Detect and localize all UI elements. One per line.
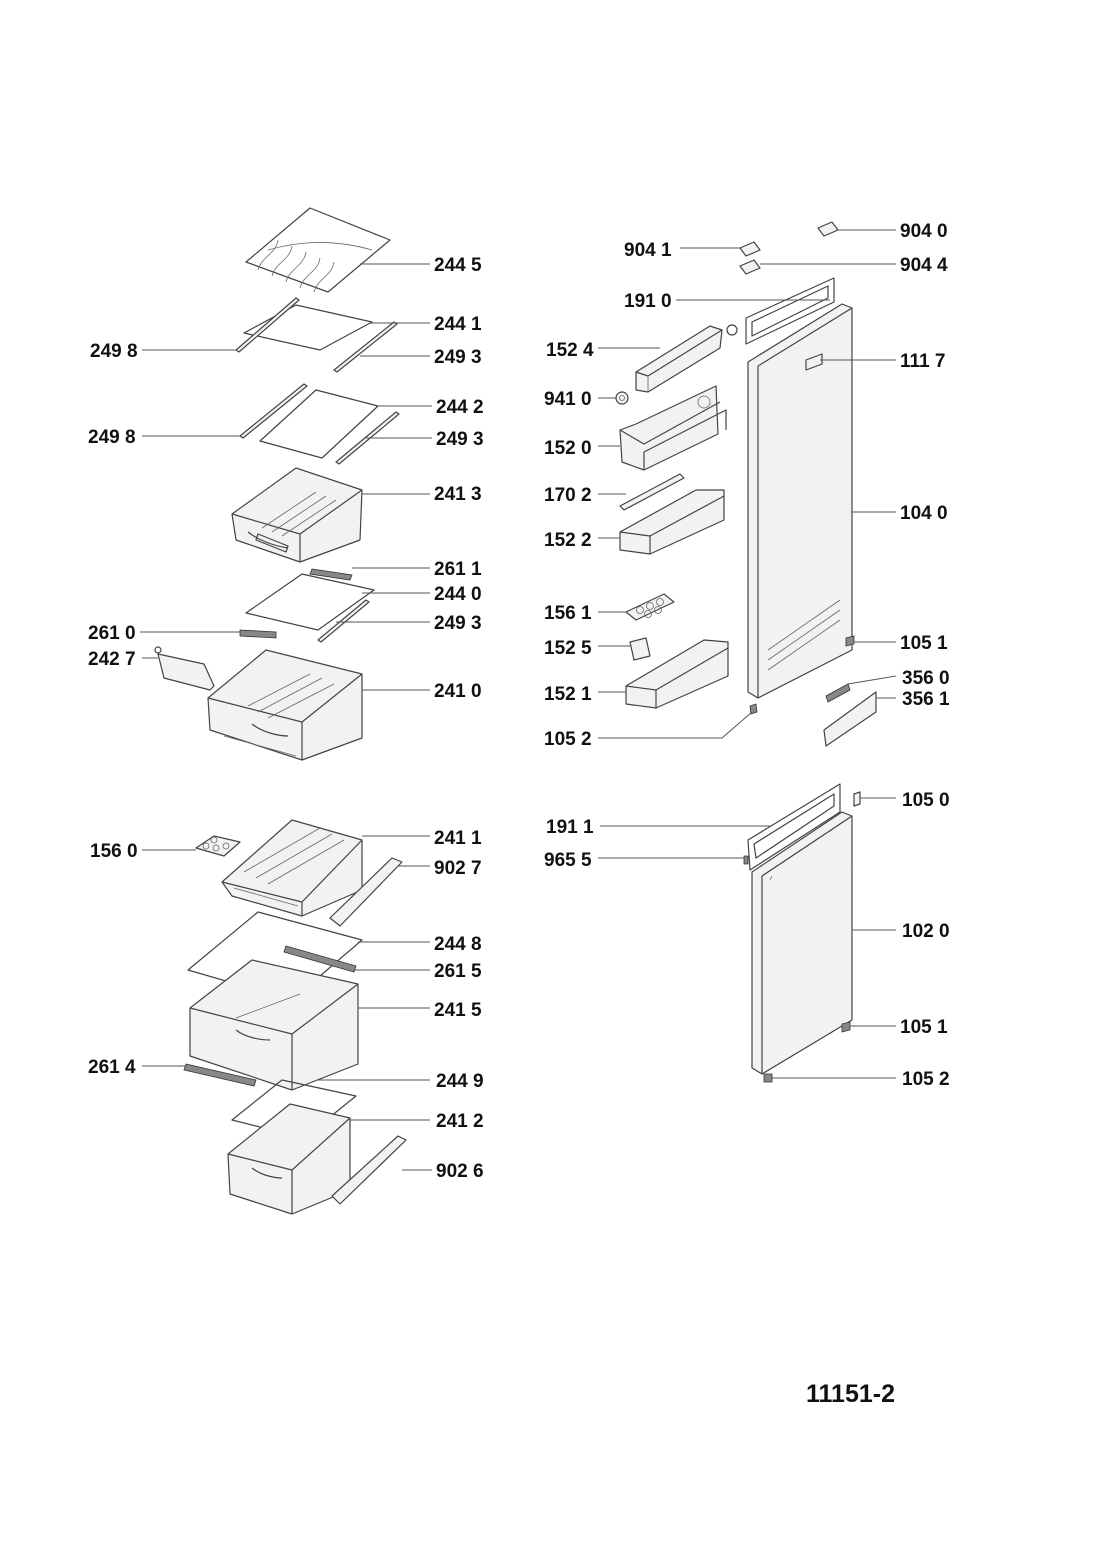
- part-drawer-241-5: [189, 959, 359, 1091]
- part-drawer-241-2: [227, 1103, 351, 1215]
- label-244-1: 244 1: [434, 314, 482, 335]
- label-904-1: 904 1: [624, 240, 672, 261]
- part-bracket-261-1: [309, 568, 353, 581]
- label-356-1: 356 1: [902, 689, 950, 710]
- part-egg-tray-156-1: [625, 593, 675, 621]
- diagram-code: 11151-2: [806, 1380, 895, 1408]
- label-105-1-b: 105 1: [900, 1017, 948, 1038]
- label-902-6: 902 6: [436, 1161, 484, 1182]
- label-156-1: 156 1: [544, 603, 592, 624]
- part-glass-shelf-top: [235, 297, 398, 373]
- part-egg-tray-156-0: [195, 835, 241, 857]
- part-balcony-152-0: [619, 385, 727, 471]
- part-cover-904-0: [817, 221, 839, 237]
- label-249-8-a: 249 8: [90, 341, 138, 362]
- label-170-2: 170 2: [544, 485, 592, 506]
- part-drawer-241-1: [221, 819, 363, 917]
- label-156-0: 156 0: [90, 841, 138, 862]
- part-bracket-261-5: [283, 945, 357, 973]
- part-door-upper: [747, 303, 853, 699]
- label-356-0: 356 0: [902, 668, 950, 689]
- label-241-5: 241 5: [434, 1000, 482, 1021]
- part-pin-105-2-lower: [763, 1073, 773, 1083]
- label-242-7: 242 7: [88, 649, 136, 670]
- part-bar-170-2: [619, 473, 685, 511]
- part-balcony-152-2: [619, 489, 725, 555]
- label-105-2-a: 105 2: [544, 729, 592, 750]
- label-105-2-b: 105 2: [902, 1069, 950, 1090]
- label-244-8: 244 8: [434, 934, 482, 955]
- label-241-2: 241 2: [436, 1111, 484, 1132]
- label-261-5: 261 5: [434, 961, 482, 982]
- label-241-0: 241 0: [434, 681, 482, 702]
- part-knob-941-0: [615, 391, 629, 405]
- label-249-3-a: 249 3: [434, 347, 482, 368]
- part-flap-152-5: [629, 637, 651, 661]
- label-249-8-b: 249 8: [88, 427, 136, 448]
- label-261-1: 261 1: [434, 559, 482, 580]
- label-244-5: 244 5: [434, 255, 482, 276]
- part-screw-965-5: [743, 855, 749, 865]
- label-152-0: 152 0: [544, 438, 592, 459]
- part-pin-105-2-upper: [749, 703, 758, 715]
- label-191-0: 191 0: [624, 291, 672, 312]
- part-gasket-upper: [745, 277, 835, 345]
- part-pin-105-0: [853, 791, 861, 807]
- label-105-1-a: 105 1: [900, 633, 948, 654]
- part-drawer-241-0: [207, 649, 363, 761]
- part-glass-shelf-lower: [245, 573, 375, 643]
- part-glass-shelf-middle: [239, 383, 400, 465]
- label-902-7: 902 7: [434, 858, 482, 879]
- label-904-0: 904 0: [900, 221, 948, 242]
- part-gasket-lower: [747, 783, 841, 871]
- label-152-2: 152 2: [544, 530, 592, 551]
- label-241-1: 241 1: [434, 828, 482, 849]
- label-111-7: 111 7: [900, 351, 945, 372]
- label-261-0: 261 0: [88, 623, 136, 644]
- label-244-9: 244 9: [436, 1071, 484, 1092]
- label-244-0: 244 0: [434, 584, 482, 605]
- label-152-4: 152 4: [546, 340, 594, 361]
- label-102-0: 102 0: [902, 921, 950, 942]
- label-965-5: 965 5: [544, 850, 592, 871]
- part-drawer-241-3: [231, 467, 363, 563]
- part-balcony-152-4: [635, 325, 723, 393]
- label-152-1: 152 1: [544, 684, 592, 705]
- label-191-1: 191 1: [546, 817, 594, 838]
- part-stop-105-1-lower: [841, 1021, 851, 1033]
- part-profile-902-6: [331, 1135, 407, 1205]
- part-cover-904-4: [739, 259, 761, 275]
- part-balcony-152-1: [625, 639, 729, 709]
- part-356-1: [823, 691, 877, 747]
- part-wine-rack: [245, 207, 391, 293]
- part-cover-904-1: [739, 241, 761, 257]
- label-941-0: 941 0: [544, 389, 592, 410]
- part-stop-105-1-upper: [845, 635, 855, 647]
- part-profile-902-7: [329, 857, 403, 927]
- label-261-4: 261 4: [88, 1057, 136, 1078]
- part-divider-242-7: [154, 646, 215, 691]
- label-904-4: 904 4: [900, 255, 948, 276]
- label-105-0: 105 0: [902, 790, 950, 811]
- label-249-3-c: 249 3: [434, 613, 482, 634]
- part-356-0: [825, 683, 851, 703]
- label-241-3: 241 3: [434, 484, 482, 505]
- label-152-5: 152 5: [544, 638, 592, 659]
- part-bracket-261-0: [239, 629, 277, 639]
- label-244-2: 244 2: [436, 397, 484, 418]
- label-104-0: 104 0: [900, 503, 948, 524]
- part-bracket-261-4: [183, 1063, 257, 1087]
- label-249-3-b: 249 3: [436, 429, 484, 450]
- part-door-lower: [751, 811, 853, 1075]
